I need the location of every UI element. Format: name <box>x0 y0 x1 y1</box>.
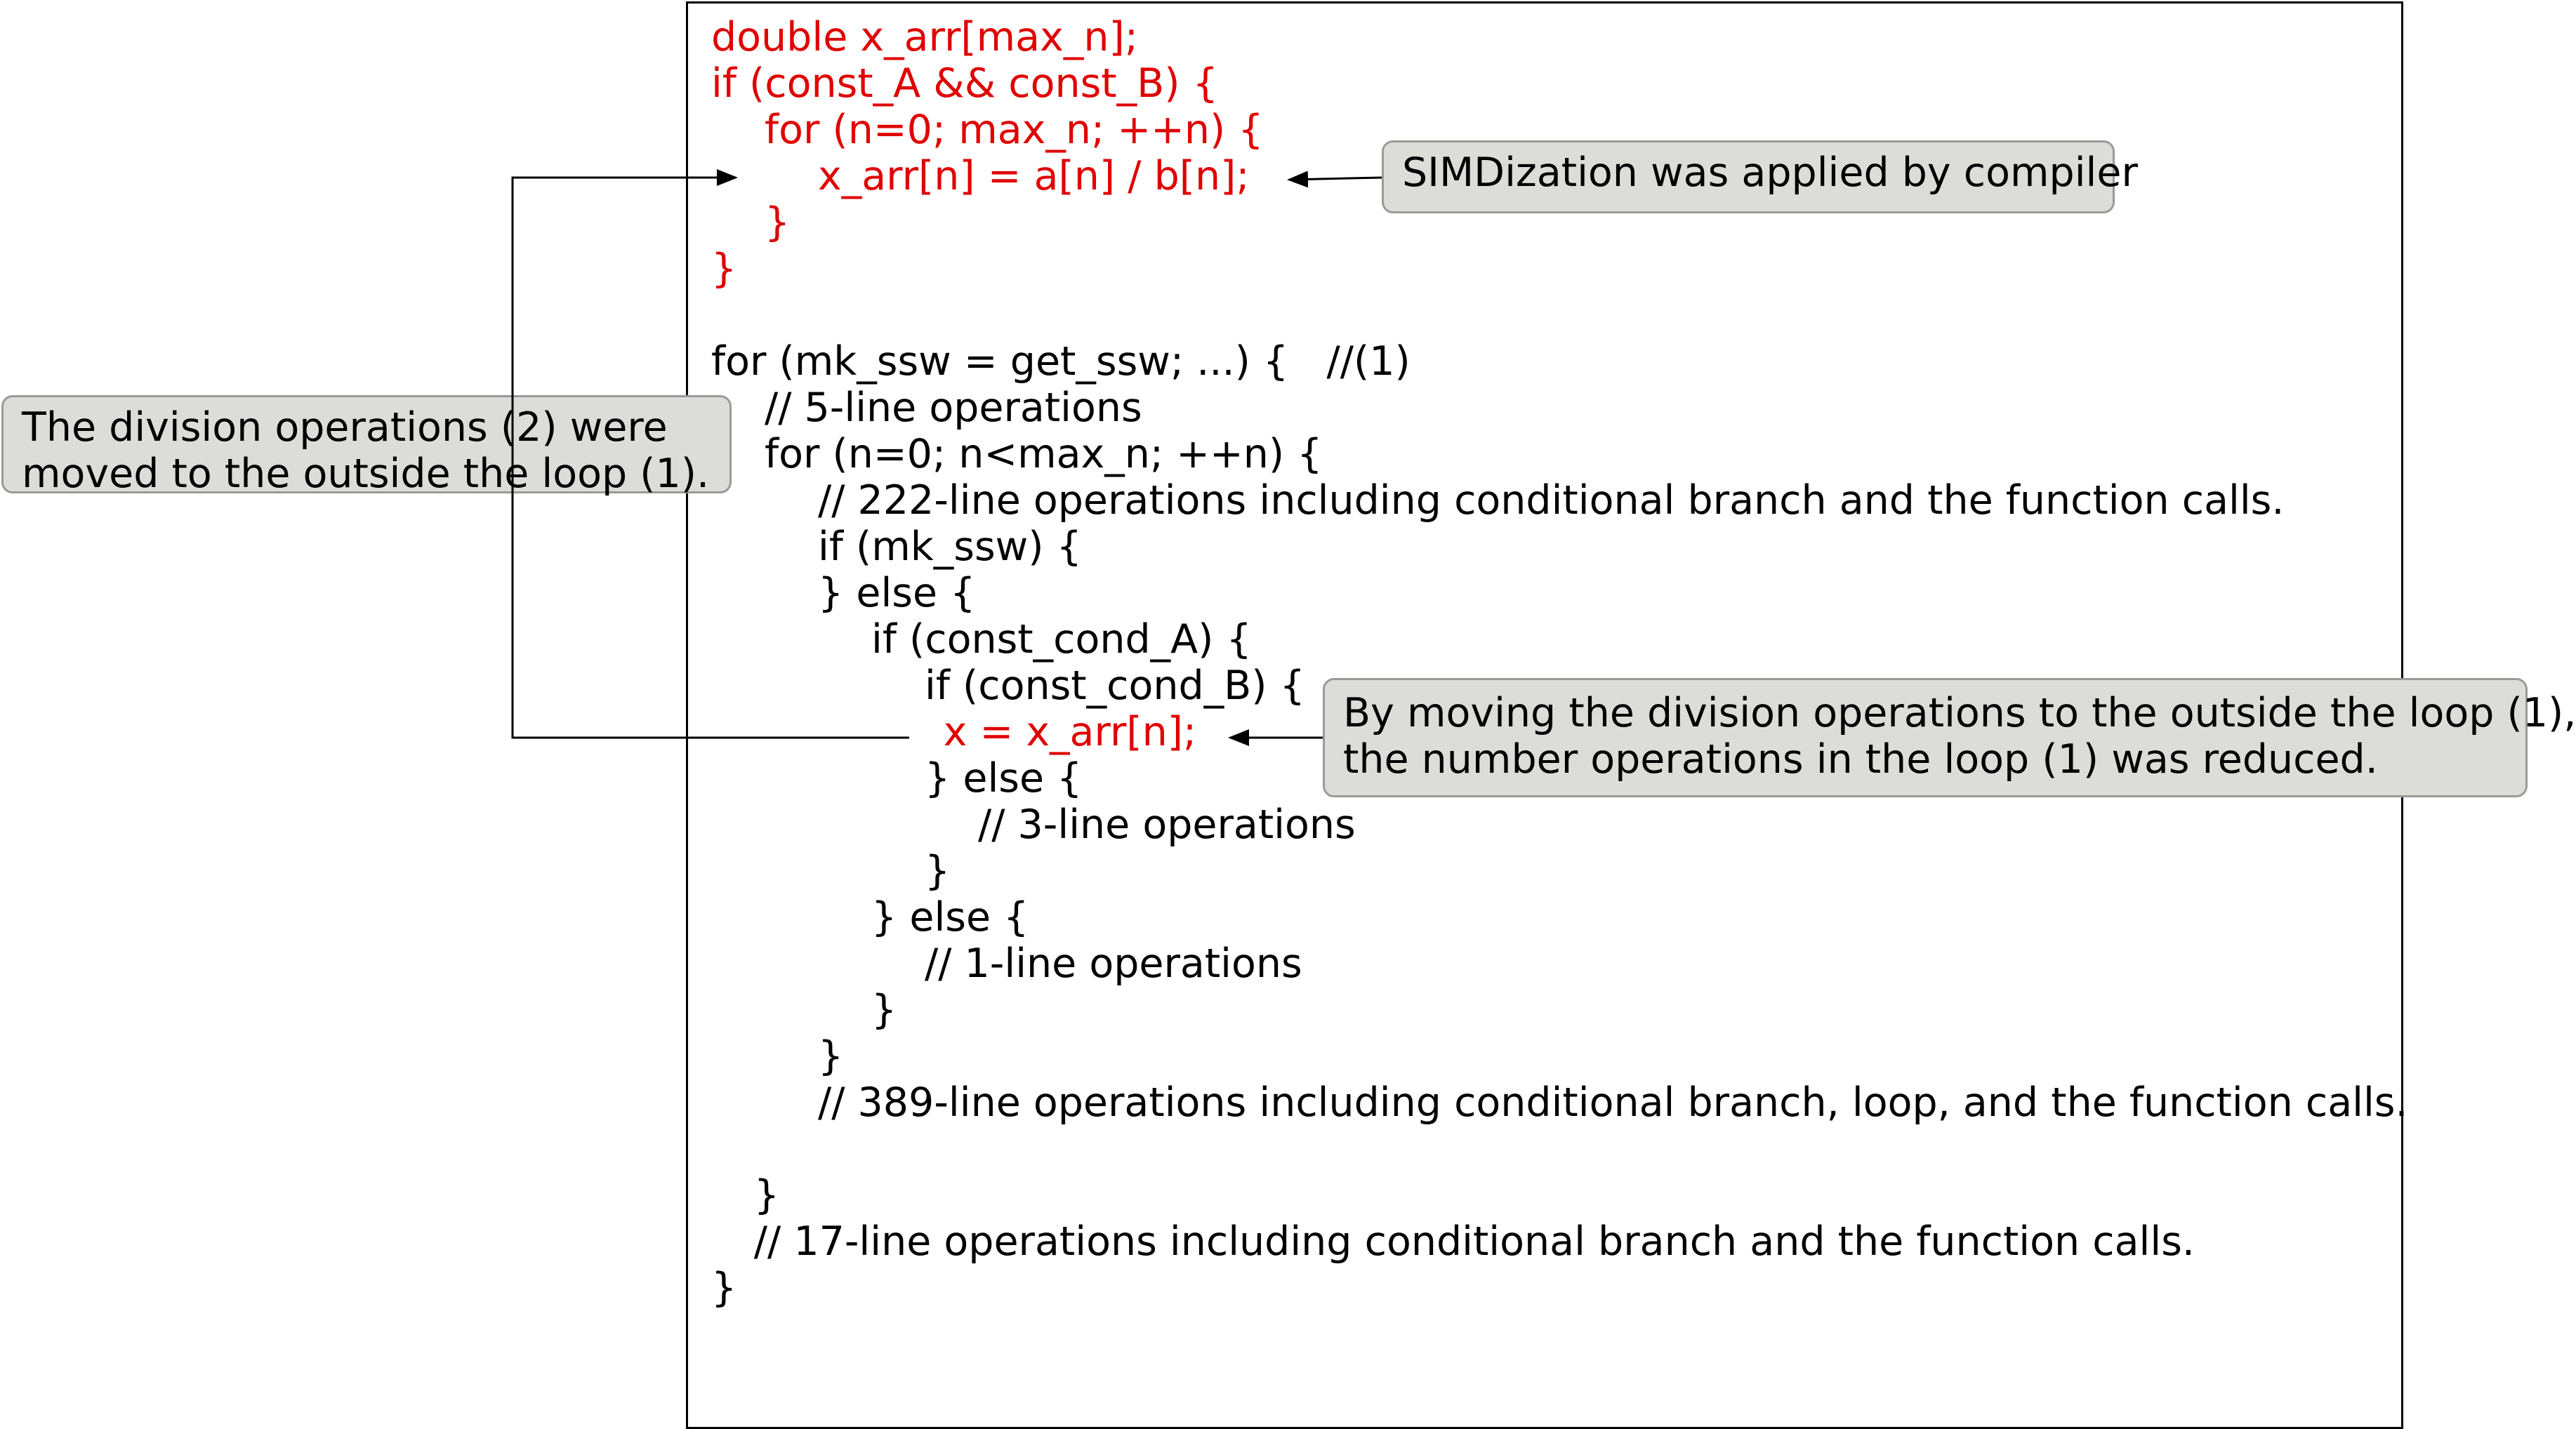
arrow-simd-to-code <box>1287 171 1382 188</box>
code-line-17: } else { <box>925 755 1083 802</box>
code-line-24: // 389-line operations including conditi… <box>818 1079 2408 1126</box>
code-line-1: double x_arr[max_n]; <box>711 14 1138 60</box>
code-line-4: x_arr[n] = a[n] / b[n]; <box>818 153 1250 199</box>
callout-division-moved: The division operations (2) were moved t… <box>1 395 732 497</box>
callout-simdization: SIMDization was applied by compiler <box>1382 140 2138 213</box>
callout-operations-reduced: By moving the division operations to the… <box>1323 678 2576 797</box>
code-line-19: } <box>925 848 951 894</box>
code-line-15: if (const_cond_B) { <box>925 663 1305 709</box>
code-line-20: } else { <box>871 894 1029 941</box>
code-line-11: // 222-line operations including conditi… <box>818 477 2285 524</box>
code-line-14: if (const_cond_A) { <box>871 616 1252 663</box>
code-line-27: // 17-line operations including conditio… <box>753 1218 2195 1265</box>
callout-division-moved-line-2: moved to the outside the loop (1). <box>22 451 710 497</box>
code-line-18: // 3-line operations <box>978 802 1356 848</box>
code-line-23: } <box>818 1033 844 1079</box>
callout-operations-reduced-line-2: the number operations in the loop (1) wa… <box>1343 736 2378 783</box>
code-line-16: x = x_arr[n]; <box>943 709 1197 755</box>
code-line-2: if (const_A && const_B) { <box>711 60 1218 107</box>
code-line-9: // 5-line operations <box>765 385 1142 431</box>
callout-operations-reduced-line-1: By moving the division operations to the… <box>1343 690 2576 736</box>
code-line-28: } <box>711 1265 737 1311</box>
code-line-6: } <box>711 246 737 292</box>
code-line-22: } <box>871 987 897 1033</box>
code-line-3: for (n=0; max_n; ++n) { <box>765 107 1264 153</box>
code-line-26: } <box>753 1172 780 1218</box>
code-line-12: if (mk_ssw) { <box>818 524 1082 570</box>
code-line-13: } else { <box>818 570 976 616</box>
code-line-5: } <box>765 199 791 246</box>
code-line-10: for (n=0; n<max_n; ++n) { <box>765 431 1323 477</box>
callout-division-moved-line-1: The division operations (2) were <box>22 404 668 451</box>
code-line-8: for (mk_ssw = get_ssw; ...) { //(1) <box>711 338 1411 385</box>
arrow-division-moved-loop <box>511 169 909 739</box>
code-line-21: // 1-line operations <box>925 941 1302 987</box>
